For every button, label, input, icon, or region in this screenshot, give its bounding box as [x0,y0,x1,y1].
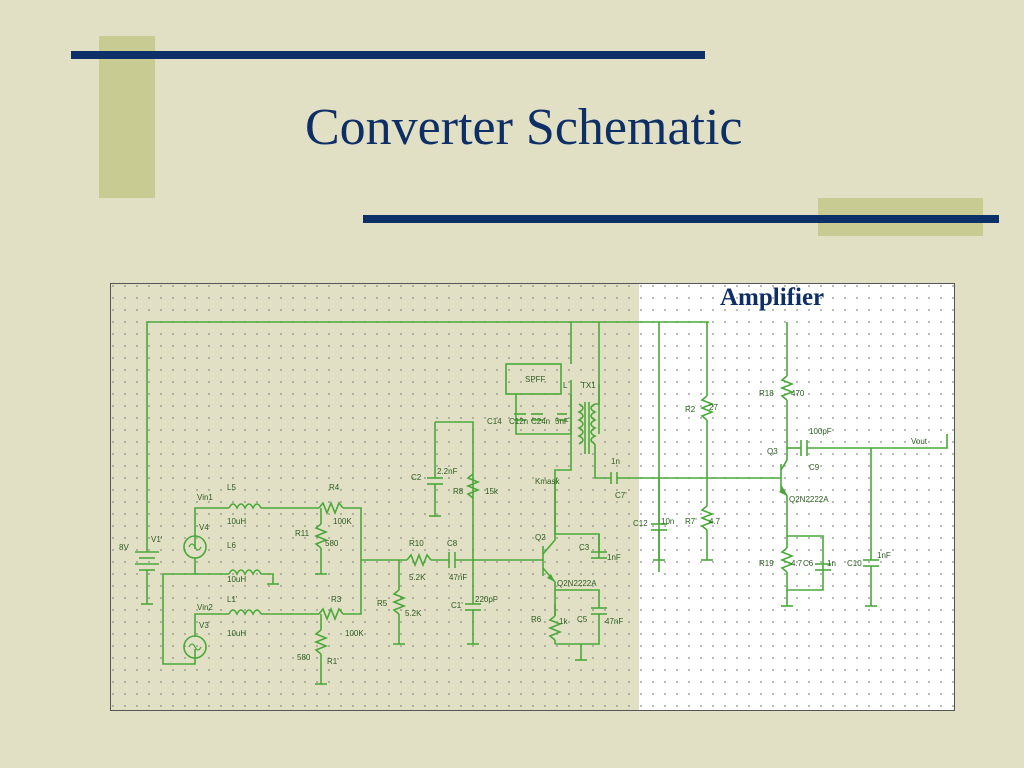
label-r18-value: 470 [791,389,805,398]
label-c5: C5 [577,615,588,624]
schematic-frame: 8V V1' Vin1 V4 Vin2 V3 L5 10uH L6 10uH L… [110,283,955,711]
label-c10: C10 [847,559,862,568]
label-vout: Vout [911,437,928,446]
label-v3: V3 [199,621,209,630]
label-l5: L5 [227,483,236,492]
label-l1: L1' [227,595,238,604]
label-c7-value: 1n [611,457,620,466]
title-bar-top [71,51,705,59]
label-l-small: L [563,381,568,390]
label-r2-value: 27 [709,403,718,412]
label-v4: V4 [199,523,209,532]
label-r11: R11 [295,529,310,538]
page-title: Converter Schematic [305,99,743,156]
label-c12: C12 [633,519,648,528]
label-c1: C1' [451,601,463,610]
label-r19: R19 [759,559,774,568]
label-r6: R6 [531,615,542,624]
wires [135,321,948,685]
label-spff: SPFF [525,375,546,384]
label-vin2: Vin2 [197,603,213,612]
label-r5: R5 [377,599,388,608]
label-r1: R1' [327,657,339,666]
label-l5-value: 10uH [227,517,246,526]
label-c14: C14 [487,417,502,426]
title-bar-bottom [363,215,999,223]
q3-emitter-arrow [779,488,787,496]
label-r4: R4 [329,483,340,492]
label-r1-value: 580 [297,653,311,662]
amplifier-label: Amplifier [720,284,825,311]
label-c10-value: 1nF [877,551,891,560]
label-tx1: TX1 [581,381,596,390]
label-c1-value: 220pF [475,595,498,604]
label-r2: R2 [685,405,696,414]
label-r8-value: 15k [485,487,499,496]
label-v1: V1' [151,535,163,544]
label-c8-value: 47nF [449,573,467,582]
label-c6-value: 1n [827,559,836,568]
label-r11-value: 580 [325,539,339,548]
label-r19-value: 4.7 [791,559,803,568]
q2-emitter-arrow [547,574,555,582]
label-c3-value: 1nF [607,553,621,562]
label-c12-value: 10n [661,517,674,526]
label-c9: C9 [809,463,820,472]
label-r6-value: 1k [559,617,568,626]
label-q2: Q2 [535,533,546,542]
label-vin1: Vin1 [197,493,213,502]
label-c24n: C24n [531,417,550,426]
accent-block-left [99,36,155,198]
label-c5-value: 47nF [605,617,623,626]
label-c7: C7' [615,491,627,500]
label-l6: L6 [227,541,236,550]
label-c-ng: 5nF [555,417,569,426]
label-v1-value: 8V [119,543,129,552]
component-labels: 8V V1' Vin1 V4 Vin2 V3 L5 10uH L6 10uH L… [119,375,928,666]
label-l6-value: 10uH [227,575,246,584]
label-c6: C6 [803,559,814,568]
label-r5-value: 5.2K [405,609,422,618]
label-r8: R8 [453,487,464,496]
label-l1-value: 10uH [227,629,246,638]
label-c14-value: C12n [509,417,528,426]
label-r4-value: 100K [333,517,352,526]
label-r10: R10 [409,539,424,548]
label-c100pf: 100pF [809,427,832,436]
label-r18: R18 [759,389,774,398]
label-q2-model: Q2N2222A [557,579,597,588]
label-c3: C3 [579,543,590,552]
source-sine-marks [188,543,202,651]
label-c8: C8 [447,539,458,548]
grid-dots [111,284,954,710]
label-r3-value: 100K [345,629,364,638]
label-q3-model: Q2N2222A [789,495,829,504]
label-kmask: Kmask [535,477,560,486]
label-c2: C2 [411,473,422,482]
label-c2-value: 2.2nF [437,467,458,476]
label-r10-value: 5.2K [409,573,426,582]
label-r3: R3 [331,595,342,604]
label-r7: R7' [685,517,697,526]
label-r7-value: 4.7 [709,517,721,526]
label-q3: Q3 [767,447,778,456]
circuit-schematic: 8V V1' Vin1 V4 Vin2 V3 L5 10uH L6 10uH L… [111,284,954,710]
